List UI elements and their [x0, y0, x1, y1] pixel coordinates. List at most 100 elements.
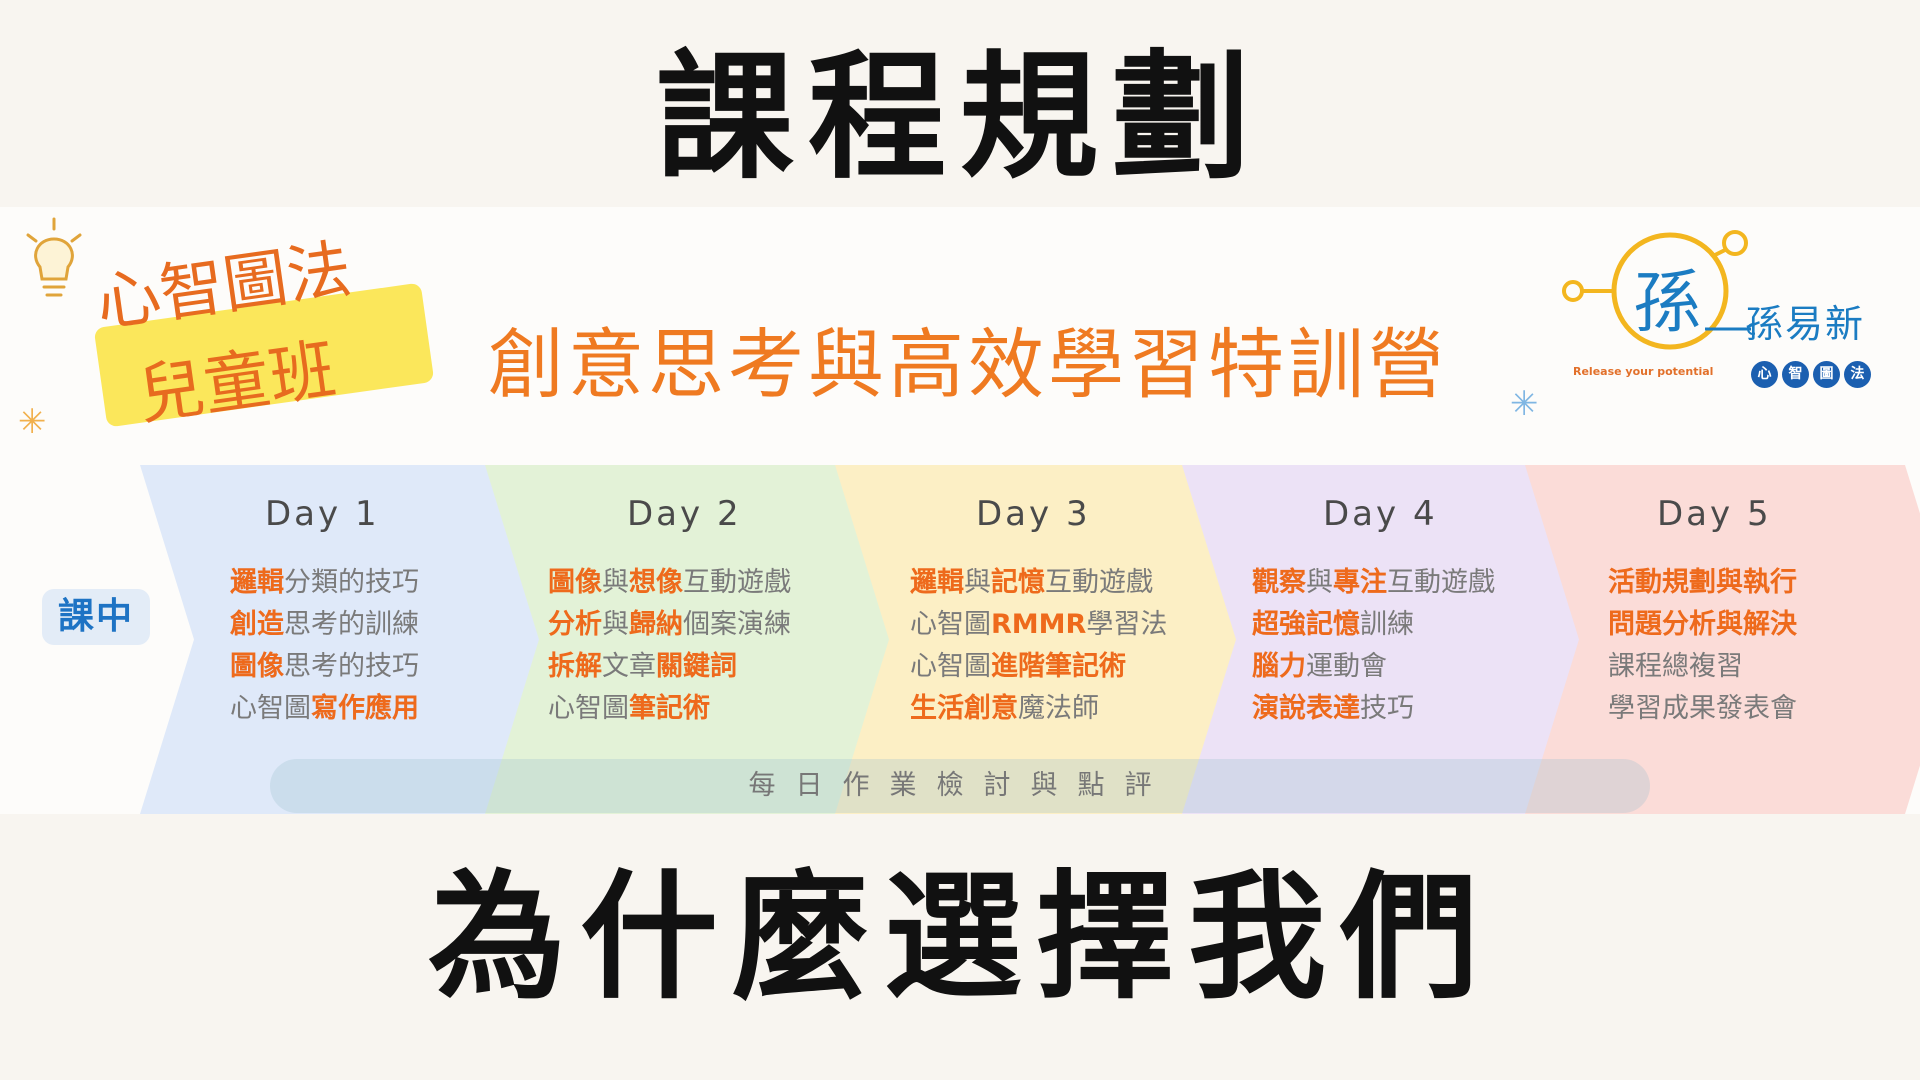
activity-item: 心智圖進階筆記術: [910, 646, 1167, 688]
day-activity-list: 邏輯與記憶互動遊戲心智圖RMMR學習法心智圖進階筆記術生活創意魔法師: [910, 562, 1167, 730]
activity-text: 心智圖: [548, 693, 629, 724]
day-activity-list: 活動規劃與執行問題分析與解決課程總複習學習成果發表會: [1608, 562, 1797, 730]
day-activity-list: 邏輯分類的技巧創造思考的訓練圖像思考的技巧心智圖寫作應用: [230, 562, 419, 730]
activity-text: 思考的訓練: [284, 609, 419, 640]
activity-item: 心智圖RMMR學習法: [910, 604, 1167, 646]
activity-item: 問題分析與解決: [1608, 604, 1797, 646]
daily-review-text: 每日作業檢討與點評: [748, 770, 1172, 801]
activity-keyword: 想像: [629, 567, 683, 598]
activity-text: 個案演練: [683, 609, 791, 640]
course-banner: ✳ ✳ 心智圖法 兒童班 創意思考與高效學習特訓營 孫 孫易新 Release …: [0, 207, 1920, 814]
day-activity-list: 圖像與想像互動遊戲分析與歸納個案演練拆解文章關鍵詞心智圖筆記術: [548, 562, 791, 730]
activity-item: 邏輯與記憶互動遊戲: [910, 562, 1167, 604]
logo-mark-icon: [1562, 230, 1755, 350]
day-chevron-shape: [1182, 465, 1616, 814]
activity-item: 心智圖筆記術: [548, 688, 791, 730]
day-chevron-shape: [835, 465, 1269, 814]
activity-keyword: 演說表達: [1252, 693, 1360, 724]
activity-keyword: 拆解: [548, 651, 602, 682]
sparkle-icon: ✳: [18, 402, 47, 442]
activity-text: 魔法師: [1018, 693, 1099, 724]
logo-dot: 智: [1782, 361, 1809, 388]
day-title: Day 3: [976, 494, 1091, 534]
day-chevron-shape: [140, 465, 574, 814]
activity-text: 心智圖: [910, 651, 991, 682]
day-chevron: [485, 465, 919, 814]
activity-keyword: 關鍵詞: [656, 651, 737, 682]
activity-item: 創造思考的訓練: [230, 604, 419, 646]
camp-title: 創意思考與高效學習特訓營: [488, 320, 1448, 409]
day-chevron: [835, 465, 1269, 814]
logo-mark-glyph: 孫: [1633, 264, 1702, 343]
logo-dot: 圖: [1813, 361, 1840, 388]
activity-item: 腦力運動會: [1252, 646, 1495, 688]
activity-text: 技巧: [1360, 693, 1414, 724]
activity-item: 活動規劃與執行: [1608, 562, 1797, 604]
activity-keyword: 圖像: [230, 651, 284, 682]
activity-item: 演說表達技巧: [1252, 688, 1495, 730]
activity-text: 與: [602, 609, 629, 640]
activity-keyword: 腦力: [1252, 651, 1306, 682]
day-chevron: [1525, 465, 1920, 814]
activity-text: 分類的技巧: [284, 567, 419, 598]
activity-text: 課程總複習: [1608, 651, 1743, 682]
logo-name: 孫易新: [1745, 302, 1866, 346]
sparkle-icon: ✳: [1510, 384, 1539, 424]
activity-keyword: 邏輯: [230, 567, 284, 598]
activity-keyword: 邏輯: [910, 567, 964, 598]
logo-dot: 心: [1751, 361, 1778, 388]
activity-keyword: 分析: [548, 609, 602, 640]
day-chevron: [1182, 465, 1616, 814]
activity-text: 文章: [602, 651, 656, 682]
day-chevron: [140, 465, 574, 814]
logo-tagline: Release your potential: [1573, 365, 1714, 378]
activity-keyword: 寫作應用: [311, 693, 419, 724]
activity-keyword: RMMR: [991, 609, 1087, 640]
page-heading-top: 課程規劃: [655, 37, 1264, 198]
activity-text: 與: [602, 567, 629, 598]
activity-text: 互動遊戲: [683, 567, 791, 598]
activity-keyword: 歸納: [629, 609, 683, 640]
activity-keyword: 專注: [1333, 567, 1387, 598]
activity-text: 心智圖: [910, 609, 991, 640]
activity-keyword: 記憶: [991, 567, 1045, 598]
activity-item: 圖像思考的技巧: [230, 646, 419, 688]
activity-item: 心智圖寫作應用: [230, 688, 419, 730]
activity-item: 拆解文章關鍵詞: [548, 646, 791, 688]
activity-text: 學習法: [1086, 609, 1168, 640]
activity-item: 課程總複習: [1608, 646, 1797, 688]
day-title: Day 2: [627, 494, 742, 534]
activity-item: 圖像與想像互動遊戲: [548, 562, 791, 604]
daily-review-bar: [270, 759, 1650, 813]
activity-item: 生活創意魔法師: [910, 688, 1167, 730]
activity-keyword: 筆記術: [629, 693, 710, 724]
page-heading-bottom: 為什麼選擇我們: [427, 857, 1492, 1018]
activity-keyword: 圖像: [548, 567, 602, 598]
logo-dots: 心 智 圖 法: [1751, 361, 1871, 388]
activity-item: 邏輯分類的技巧: [230, 562, 419, 604]
logo-dot: 法: [1844, 361, 1871, 388]
activity-text: 運動會: [1306, 651, 1387, 682]
activity-text: 與: [964, 567, 991, 598]
activity-text: 心智圖: [230, 693, 311, 724]
day-chevron-shape: [485, 465, 919, 814]
day-title: Day 1: [265, 494, 380, 534]
activity-keyword: 活動規劃與執行: [1608, 567, 1797, 598]
activity-keyword: 觀察: [1252, 567, 1306, 598]
activity-keyword: 問題分析與解決: [1608, 609, 1797, 640]
activity-item: 超強記憶訓練: [1252, 604, 1495, 646]
day-activity-list: 觀察與專注互動遊戲超強記憶訓練腦力運動會演說表達技巧: [1252, 562, 1495, 730]
session-label: 課中: [42, 589, 150, 645]
activity-item: 分析與歸納個案演練: [548, 604, 791, 646]
activity-text: 思考的技巧: [284, 651, 419, 682]
day-chevron-shape: [1525, 465, 1920, 814]
lightbulb-icon: [26, 217, 82, 297]
activity-item: 學習成果發表會: [1608, 688, 1797, 730]
activity-keyword: 超強記憶: [1252, 609, 1360, 640]
activity-keyword: 進階筆記術: [991, 651, 1126, 682]
activity-keyword: 創造: [230, 609, 284, 640]
activity-item: 觀察與專注互動遊戲: [1252, 562, 1495, 604]
activity-text: 互動遊戲: [1045, 567, 1153, 598]
activity-text: 互動遊戲: [1387, 567, 1495, 598]
